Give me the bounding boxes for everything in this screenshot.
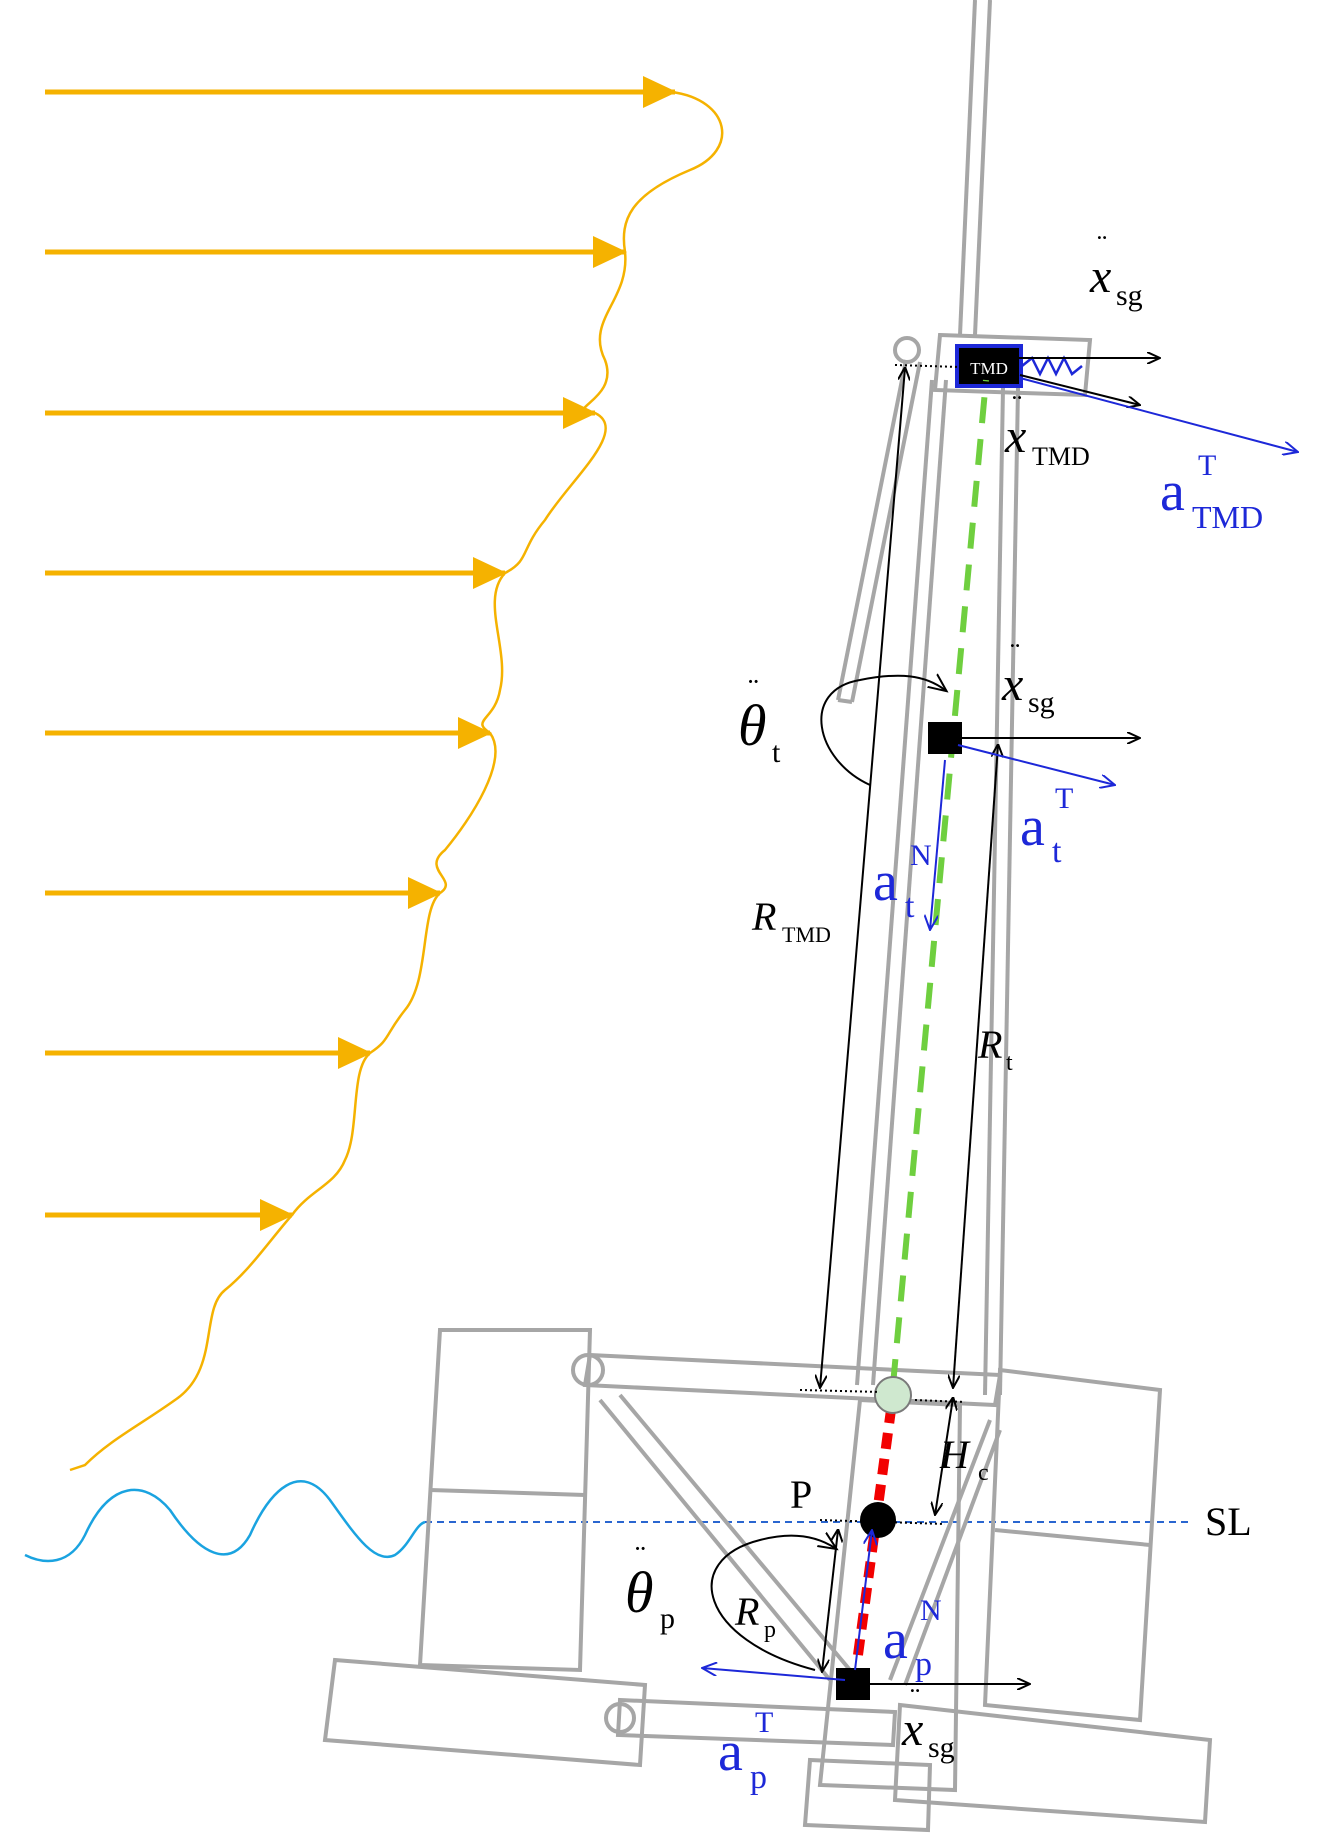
svg-text:p: p (915, 1646, 932, 1683)
svg-text:N: N (920, 1594, 942, 1627)
tower-mass-square (928, 722, 962, 754)
platform-mass-square (836, 1668, 870, 1700)
label-a-t-n: a N t (873, 839, 932, 925)
svg-text:θ: θ (625, 1560, 654, 1625)
wave-curve (24, 1480, 426, 1563)
svg-text:p: p (764, 1617, 776, 1643)
svg-text:T: T (1055, 782, 1073, 815)
svg-text:sg: sg (1028, 686, 1055, 719)
svg-text:a: a (873, 851, 898, 913)
tmd-mass: TMD (955, 344, 1083, 388)
svg-text:sg: sg (928, 1731, 955, 1764)
svg-text:x: x (1001, 658, 1023, 711)
label-r-t: R t (977, 1022, 1013, 1076)
svg-text:TMD: TMD (1032, 442, 1090, 471)
label-sl: SL (1205, 1499, 1252, 1544)
tmd-spring (1021, 355, 1083, 377)
floating-platform (322, 1328, 1213, 1833)
svg-text:R: R (751, 894, 776, 939)
wind-velocity-curve (69, 90, 724, 1472)
svg-text:T: T (755, 1706, 773, 1739)
label-x-sg-bottom: x ¨ sg (901, 1682, 955, 1764)
svg-text:R: R (977, 1022, 1002, 1067)
svg-text:t: t (1006, 1050, 1013, 1076)
svg-text:sg: sg (1116, 279, 1143, 312)
tower-centerline (890, 379, 989, 1386)
svg-text:t: t (772, 736, 781, 769)
platform-pivot-point (860, 1502, 896, 1538)
svg-text:a: a (1020, 796, 1045, 858)
label-a-p-n: a N p (883, 1594, 942, 1683)
label-h-c: H c (939, 1432, 989, 1486)
svg-text:H: H (939, 1432, 971, 1477)
svg-text:¨: ¨ (635, 1538, 646, 1574)
svg-text:T: T (1198, 449, 1216, 482)
svg-text:¨: ¨ (910, 1682, 920, 1715)
platform-rotation-arrow (710, 1536, 835, 1671)
dimension-lines (799, 364, 998, 1672)
svg-text:¨: ¨ (1010, 637, 1020, 670)
svg-text:x: x (901, 1703, 923, 1756)
svg-text:t: t (905, 888, 915, 925)
label-x-sg-top: x ¨ sg (1089, 229, 1143, 312)
svg-text:x: x (1004, 410, 1026, 463)
label-r-p: R p (734, 1589, 776, 1643)
wind-profile (45, 76, 724, 1472)
svg-text:t: t (1052, 833, 1062, 870)
svg-text:TMD: TMD (782, 922, 831, 947)
label-a-tmd-t: a T TMD (1160, 449, 1263, 535)
label-theta-p: θ ¨ p (625, 1538, 675, 1635)
svg-text:a: a (883, 1609, 908, 1671)
svg-text:x: x (1089, 250, 1111, 303)
svg-text:θ: θ (738, 693, 767, 758)
svg-text:¨: ¨ (1012, 389, 1022, 422)
svg-text:¨: ¨ (1097, 229, 1107, 262)
svg-text:N: N (910, 839, 932, 872)
blue-accel-arrows (702, 377, 1298, 1681)
svg-text:R: R (734, 1589, 759, 1634)
tower-base-joint (874, 1376, 912, 1414)
label-x-sg-middle: x ¨ sg (1001, 637, 1055, 719)
svg-text:p: p (660, 1602, 675, 1635)
svg-text:TMD: TMD (1192, 499, 1263, 535)
tmd-box-label: TMD (970, 359, 1008, 378)
label-a-t-t: a T t (1020, 782, 1073, 870)
svg-text:p: p (750, 1759, 767, 1796)
svg-text:a: a (1160, 461, 1185, 523)
label-p: P (790, 1472, 812, 1517)
black-accel-arrows (870, 358, 1160, 1684)
svg-text:c: c (978, 1460, 989, 1486)
tower-rotation-arrow (820, 676, 945, 786)
label-theta-t: θ ¨ t (738, 671, 781, 769)
svg-text:¨: ¨ (748, 671, 759, 707)
label-x-tmd: x ¨ TMD (1004, 389, 1090, 471)
svg-text:a: a (718, 1721, 743, 1783)
label-r-tmd: R TMD (751, 894, 831, 947)
label-a-p-t: a T p (718, 1706, 773, 1796)
